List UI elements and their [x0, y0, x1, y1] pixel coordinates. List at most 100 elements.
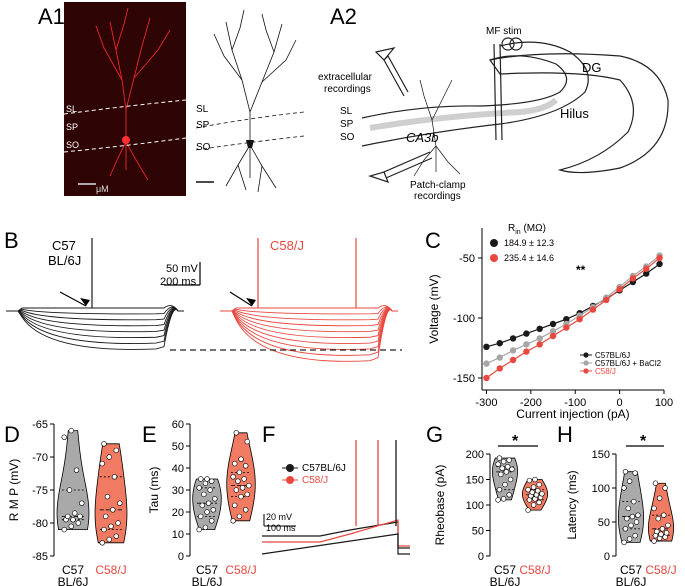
- d-point: [101, 526, 107, 533]
- g-point: [535, 488, 541, 494]
- b-arrowhead-c58: [246, 298, 256, 306]
- g-point: [532, 476, 538, 483]
- h-point: [659, 526, 666, 532]
- d-group-c57-line2: BL/6J: [58, 575, 89, 586]
- c-point: [523, 330, 530, 337]
- f-traces: [261, 440, 410, 555]
- c-rin-c58: 235.4 ± 14.6: [504, 253, 554, 263]
- d-group-c58: C58/J: [95, 563, 126, 577]
- d-point: [68, 523, 74, 529]
- d-point: [106, 454, 112, 460]
- neuron-a2: [413, 79, 461, 177]
- d-y-axis-label: R M P (mV): [7, 459, 21, 521]
- d-y-tick-label: -75: [32, 485, 48, 497]
- c-x-tick-label: 0: [617, 397, 623, 409]
- g-point: [529, 489, 535, 495]
- c-point: [496, 340, 503, 347]
- b-traces: [6, 238, 398, 362]
- c-point: [536, 335, 543, 342]
- a1-tracing-layer-so: SO: [196, 142, 211, 153]
- e-point: [243, 463, 249, 469]
- a2-hilus: Hilus: [560, 106, 589, 121]
- e-point: [232, 502, 238, 509]
- c-point: [523, 348, 530, 355]
- g-y-tick-label: 0: [478, 551, 484, 563]
- e-point: [205, 500, 212, 506]
- g-point: [536, 481, 542, 488]
- c-point: [563, 316, 570, 323]
- h-point: [632, 470, 638, 476]
- h-group-c57-line1: C57: [620, 563, 642, 577]
- b-c57-line1: C57: [52, 238, 76, 253]
- g-group-c58: C58/J: [519, 563, 550, 577]
- a2-extracellular-line2: recordings: [324, 84, 371, 95]
- e-group-c57-line2: BL/6J: [192, 575, 223, 586]
- panel-label-g: G: [426, 422, 443, 447]
- c-rin-header: Rin (MΩ): [508, 223, 546, 236]
- h-point: [655, 515, 661, 522]
- g-point: [530, 484, 537, 490]
- e-point: [207, 487, 213, 493]
- h-point: [629, 513, 636, 520]
- c-sig: **: [576, 263, 586, 277]
- h-point: [661, 512, 667, 518]
- b-arrow-c58: [229, 291, 253, 307]
- c-point: [563, 324, 570, 331]
- g-point: [496, 487, 503, 493]
- e-y-axis-label: Tau (ms): [147, 467, 161, 514]
- e-point: [241, 476, 247, 482]
- b-trace-step: [6, 309, 184, 350]
- f-scale-mv: 20 mV: [266, 512, 292, 522]
- f-legend-c57: C57BL/6J: [302, 463, 346, 474]
- g-point: [498, 471, 504, 478]
- h-point: [621, 539, 627, 546]
- g-point: [495, 461, 501, 467]
- a2-patch-line2: recordings: [414, 191, 461, 202]
- d-point: [99, 460, 105, 467]
- c-legend-label: C57BL/6J: [595, 351, 630, 360]
- g-point: [500, 496, 507, 502]
- e-point: [244, 438, 250, 445]
- h-point: [654, 528, 660, 535]
- a1-layer-so: SO: [66, 140, 79, 150]
- a2-layer-sp: SP: [340, 119, 354, 130]
- a1-tracing-layer-sl: SL: [196, 104, 209, 115]
- e-point: [244, 491, 250, 498]
- g-point: [496, 455, 503, 461]
- e-point: [230, 518, 236, 524]
- e-point: [202, 480, 209, 487]
- b-scale-mv: 50 mV: [166, 263, 198, 275]
- d-point: [103, 513, 109, 520]
- d-y-tick-label: -85: [32, 551, 48, 563]
- b-trace-step: [6, 308, 184, 327]
- d-point: [101, 441, 107, 447]
- e-point: [209, 478, 215, 484]
- e-point: [236, 469, 243, 476]
- g-point: [503, 469, 510, 475]
- d-point: [110, 507, 116, 513]
- a2-layer-sl: SL: [340, 106, 353, 117]
- b-trace-step: [220, 309, 398, 350]
- b-trace-step: [220, 306, 398, 315]
- f-legend-c58: C58/J: [302, 475, 328, 486]
- e-point: [204, 476, 210, 482]
- h-point: [622, 468, 629, 475]
- h-point: [663, 530, 670, 536]
- panel-label-e: E: [142, 422, 157, 447]
- c-y-tick-label: -150: [453, 373, 475, 385]
- g-point: [499, 465, 505, 471]
- d-point: [68, 427, 74, 434]
- d-point: [108, 523, 114, 529]
- e-point: [239, 485, 246, 491]
- d-point: [75, 520, 81, 526]
- a2-layer-so: SO: [340, 132, 355, 143]
- e-point: [199, 502, 205, 509]
- c-rin-unit: (MΩ): [521, 223, 546, 234]
- d-point: [61, 526, 67, 533]
- b-c57-line2: BL/6J: [48, 253, 81, 268]
- c-point: [549, 328, 557, 335]
- g-point: [505, 464, 511, 470]
- e-point: [196, 485, 202, 491]
- g-sig: *: [512, 433, 519, 450]
